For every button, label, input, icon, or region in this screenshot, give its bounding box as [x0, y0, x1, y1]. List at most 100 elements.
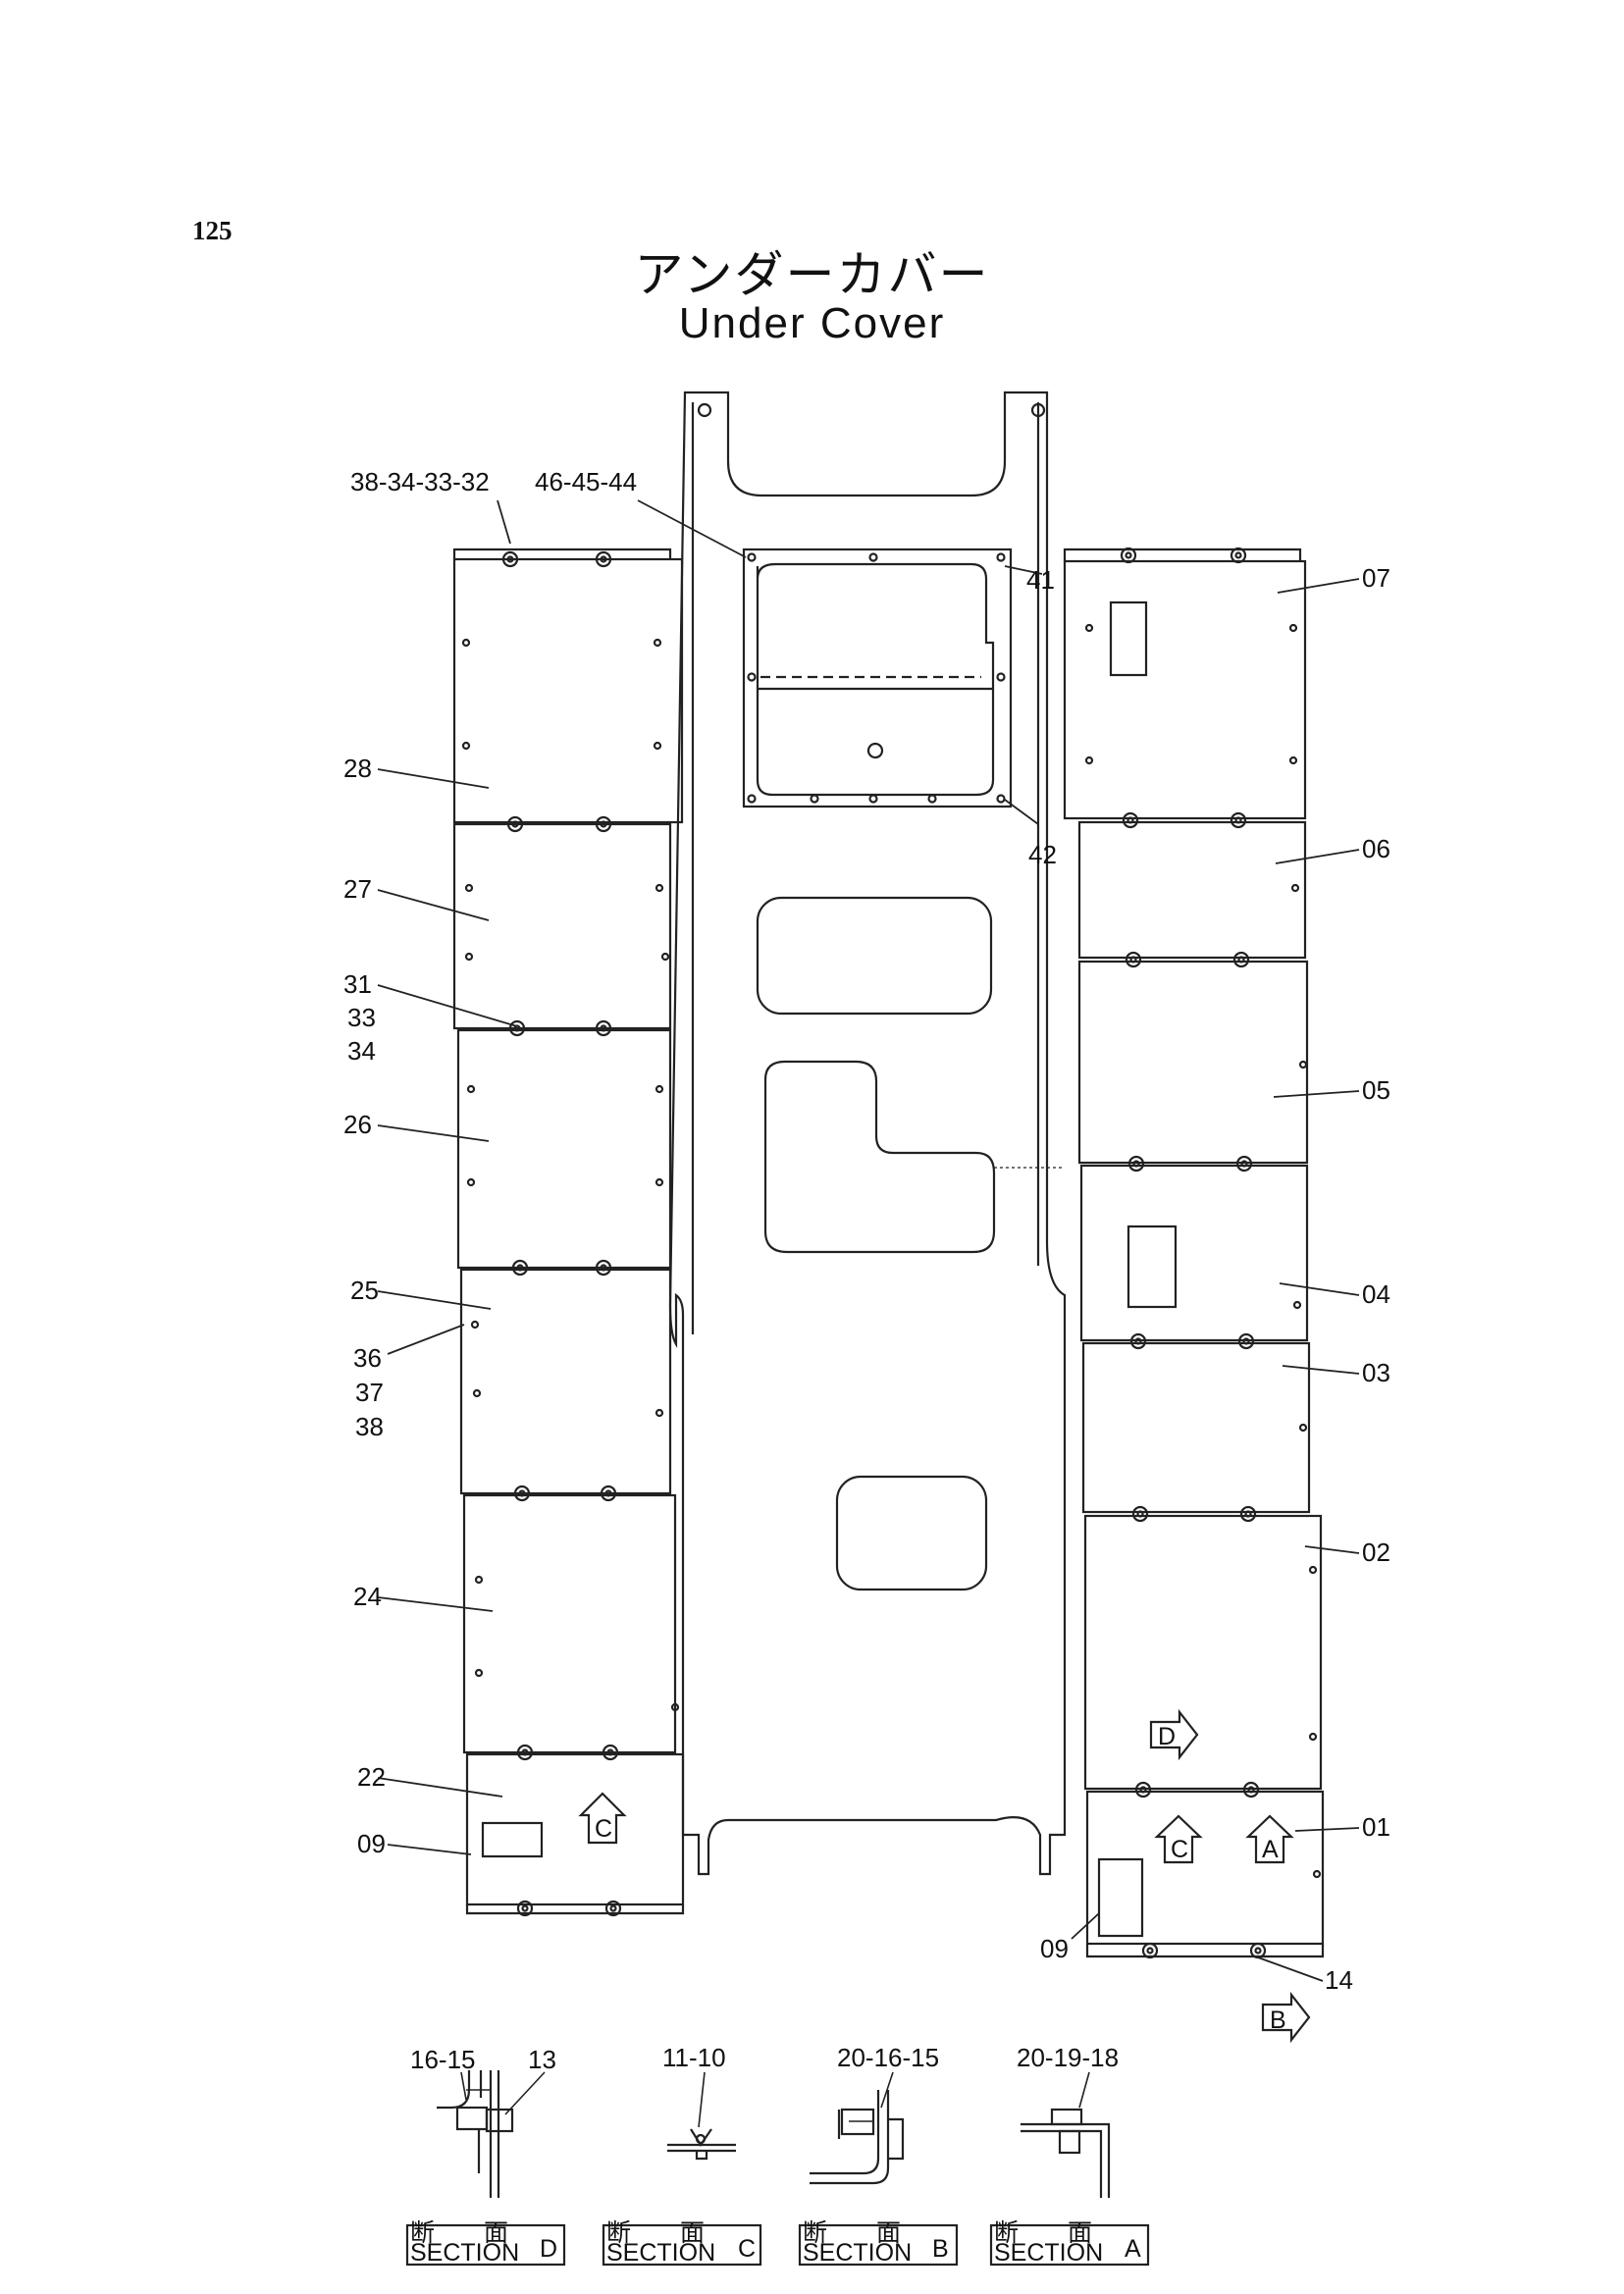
section-d-letter: D: [540, 2235, 557, 2263]
mounting-hole: [474, 1668, 484, 1678]
mounting-hole: [1290, 883, 1300, 893]
section-c-letter: C: [738, 2235, 756, 2263]
mounting-hole: [470, 1320, 480, 1329]
hinge-bolt: [513, 1485, 531, 1502]
view-marker-c-left: C: [595, 1815, 612, 1843]
callout-14: 14: [1325, 1965, 1353, 1995]
hinge-bolt-center: [1126, 816, 1134, 824]
hinge-bolt-center: [600, 820, 607, 828]
callout-46-45-44: 46-45-44: [535, 467, 637, 496]
hinge-bolt-center: [1240, 1160, 1248, 1168]
callout-01: 01: [1362, 1812, 1390, 1842]
section-d-label-box: [405, 2223, 566, 2267]
hinge-bolt-center: [521, 1748, 529, 1756]
mounting-hole: [1308, 1565, 1318, 1575]
mounting-hole: [1288, 756, 1298, 765]
section-d-part-callout-2: 13: [528, 2045, 556, 2074]
hinge-bolt-center: [1134, 1337, 1142, 1345]
section-details: 16-15 13 11-10 20-16-15 20-19-18 断 面 SEC…: [405, 2043, 1150, 2267]
mounting-hole: [464, 952, 474, 962]
hinge-bolt-center: [1254, 1947, 1262, 1955]
callout-labels: 38-34-33-32 46-45-44 41 42 07 06 05 04 0…: [343, 467, 1390, 1995]
section-c-title: SECTION: [606, 2239, 715, 2267]
hinge-bolt: [1127, 1155, 1145, 1173]
hinge-bolt-center: [1132, 1160, 1140, 1168]
title-japanese: アンダーカバー: [634, 246, 990, 303]
hinge-bolt: [1122, 811, 1139, 829]
hinge-bolt-center: [1237, 956, 1245, 964]
section-d-jp: 断 面: [410, 2219, 508, 2247]
hinge-bolt-center: [606, 1748, 614, 1756]
hinge-bolt: [1129, 1332, 1147, 1350]
hinge-bolt-center: [1136, 1510, 1144, 1518]
callout-05: 05: [1362, 1075, 1390, 1105]
inspection-cover: [742, 547, 1013, 808]
hinge-bolt: [595, 550, 612, 568]
hinge-bolt-center: [1242, 1337, 1250, 1345]
section-b-title: SECTION: [803, 2239, 912, 2267]
callout-02: 02: [1362, 1538, 1390, 1567]
hinge-bolt-center: [1234, 816, 1242, 824]
callout-24: 24: [353, 1582, 382, 1611]
mounting-hole: [1308, 1732, 1318, 1742]
hinge-bolt-center: [1139, 1786, 1147, 1794]
mounting-hole: [660, 952, 670, 962]
hinge-bolt-center: [1244, 1510, 1252, 1518]
callout-26: 26: [343, 1110, 372, 1139]
callout-37: 37: [355, 1378, 384, 1407]
section-a-label-box: [989, 2223, 1150, 2267]
right-cover-panels: [1063, 547, 1325, 1958]
hinge-bolt: [506, 815, 524, 833]
hinge-bolt: [511, 1259, 529, 1277]
hinge-bolt: [501, 550, 519, 568]
hinge-bolt: [595, 815, 612, 833]
section-a-jp: 断 面: [994, 2219, 1092, 2247]
mounting-hole: [655, 1084, 664, 1094]
main-frame: [668, 391, 1067, 1876]
left-cover-panels: [452, 547, 685, 1915]
hinge-bolt-center: [511, 820, 519, 828]
hinge-bolt-center: [518, 1489, 526, 1497]
callout-42: 42: [1028, 840, 1057, 869]
section-b-detail: [810, 2090, 905, 2185]
mounting-hole: [653, 638, 662, 648]
hinge-bolt: [516, 1744, 534, 1761]
hinge-bolt-center: [609, 1904, 617, 1912]
mounting-hole: [1288, 623, 1298, 633]
callout-27: 27: [343, 874, 372, 904]
hinge-bolt: [1232, 951, 1250, 968]
mounting-hole: [1312, 1869, 1322, 1879]
section-b-label-box: [798, 2223, 959, 2267]
view-marker-c-right: C: [1171, 1836, 1188, 1863]
hinge-bolt-center: [516, 1264, 524, 1272]
callout-06: 06: [1362, 834, 1390, 863]
hinge-bolt-center: [506, 555, 514, 563]
section-a-part-callout: 20-19-18: [1017, 2043, 1119, 2072]
callout-04: 04: [1362, 1279, 1390, 1309]
hinge-bolt: [604, 1900, 622, 1917]
hinge-bolt: [1131, 1505, 1149, 1523]
mounting-hole: [1084, 623, 1094, 633]
fastener-circles: [461, 547, 1322, 1959]
hinge-bolt-center: [1129, 956, 1137, 964]
hinge-bolt: [508, 1019, 526, 1037]
mounting-hole: [461, 741, 471, 751]
mounting-hole: [474, 1575, 484, 1585]
hinge-bolt: [1242, 1781, 1260, 1799]
hinge-bolt: [1237, 1332, 1255, 1350]
callout-38: 38: [355, 1412, 384, 1441]
mounting-hole: [653, 741, 662, 751]
hinge-bolt-center: [600, 1024, 607, 1032]
section-a-title: SECTION: [994, 2239, 1103, 2267]
hinge-bolt: [1141, 1942, 1159, 1959]
mounting-hole: [655, 1177, 664, 1187]
section-a-detail: [1021, 2108, 1111, 2198]
mounting-hole: [1298, 1423, 1308, 1433]
mounting-hole: [466, 1084, 476, 1094]
callout-31: 31: [343, 969, 372, 999]
mounting-hole: [464, 883, 474, 893]
callout-28: 28: [343, 754, 372, 783]
callout-36: 36: [353, 1343, 382, 1373]
hinge-bolt: [1230, 547, 1247, 564]
section-c-part-callout: 11-10: [662, 2043, 726, 2072]
